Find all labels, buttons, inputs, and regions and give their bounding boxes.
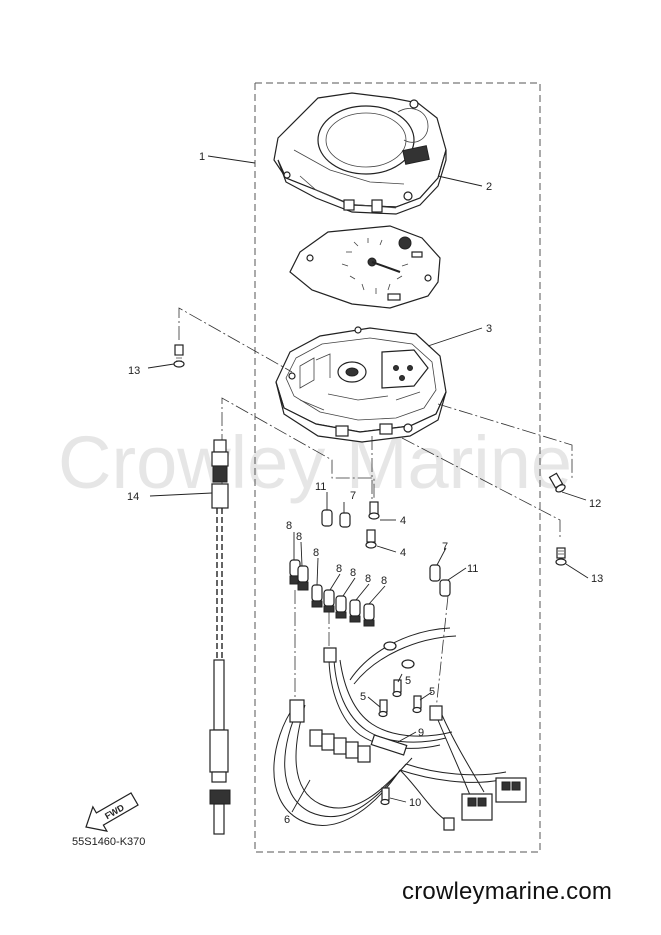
callout-2: 2 bbox=[486, 181, 492, 193]
callout-13-right: 13 bbox=[591, 573, 603, 585]
screw-12 bbox=[548, 472, 566, 493]
screw-13-left bbox=[173, 344, 185, 368]
leader-lines bbox=[147, 155, 589, 813]
bulb-socket-row bbox=[309, 729, 371, 763]
callout-10: 10 bbox=[409, 797, 421, 809]
screw-5-c bbox=[412, 695, 422, 714]
bulb-group bbox=[289, 509, 451, 627]
harness-connector-6pin bbox=[495, 777, 527, 803]
callout-4-lower: 4 bbox=[400, 547, 406, 559]
callout-4-upper: 4 bbox=[400, 515, 406, 527]
callout-9: 9 bbox=[418, 727, 424, 739]
bulb-11-upper bbox=[321, 509, 333, 527]
bulb-8-row bbox=[289, 559, 375, 627]
screw-10 bbox=[380, 787, 390, 806]
callout-5-c: 5 bbox=[429, 686, 435, 698]
callout-8-g: 8 bbox=[381, 575, 387, 587]
callout-8-b: 8 bbox=[296, 531, 302, 543]
callout-5-b: 5 bbox=[405, 675, 411, 687]
speedometer-cable bbox=[209, 439, 231, 835]
screw-4-upper bbox=[368, 501, 380, 520]
callout-14: 14 bbox=[127, 491, 139, 503]
website-footer: crowleymarine.com bbox=[402, 878, 613, 905]
callout-5-a: 5 bbox=[360, 691, 366, 703]
watermark-text: Crowley Marine bbox=[58, 421, 572, 504]
callout-11-lower: 11 bbox=[467, 563, 478, 575]
callout-labels: 1 2 3 4 4 5 5 5 6 7 7 8 8 8 8 8 8 8 9 10… bbox=[127, 151, 603, 826]
harness-connector-4pin bbox=[461, 793, 493, 821]
callout-7-lower: 7 bbox=[442, 541, 448, 553]
meter-case bbox=[275, 326, 447, 443]
callout-8-f: 8 bbox=[365, 573, 371, 585]
bulb-11-lower bbox=[439, 579, 451, 597]
fwd-arrow-icon: FWD bbox=[85, 792, 139, 832]
screw-5-b bbox=[392, 679, 402, 698]
callout-8-d: 8 bbox=[336, 563, 342, 575]
assembly-frame bbox=[254, 82, 541, 853]
screw-13-right bbox=[555, 547, 567, 566]
screw-4-lower bbox=[365, 529, 377, 549]
callout-8-e: 8 bbox=[350, 567, 356, 579]
callout-11-upper: 11 bbox=[315, 481, 326, 493]
callout-8-a: 8 bbox=[286, 520, 292, 532]
callout-13-left: 13 bbox=[128, 365, 140, 377]
bulb-7-upper bbox=[339, 512, 351, 528]
wiring-harness bbox=[273, 627, 527, 831]
diagram-code: 55S1460-K370 bbox=[72, 836, 146, 848]
callout-3: 3 bbox=[486, 323, 492, 335]
callout-12: 12 bbox=[589, 498, 601, 510]
assembly-lines bbox=[178, 307, 573, 711]
callout-1: 1 bbox=[199, 151, 205, 163]
meter-cover bbox=[273, 92, 447, 215]
callout-6: 6 bbox=[284, 814, 290, 826]
callout-8-c: 8 bbox=[313, 547, 319, 559]
bulb-7-lower bbox=[429, 564, 441, 582]
callout-7-upper: 7 bbox=[350, 490, 356, 502]
screw-5-a bbox=[378, 699, 388, 718]
dial-plate bbox=[289, 225, 441, 309]
